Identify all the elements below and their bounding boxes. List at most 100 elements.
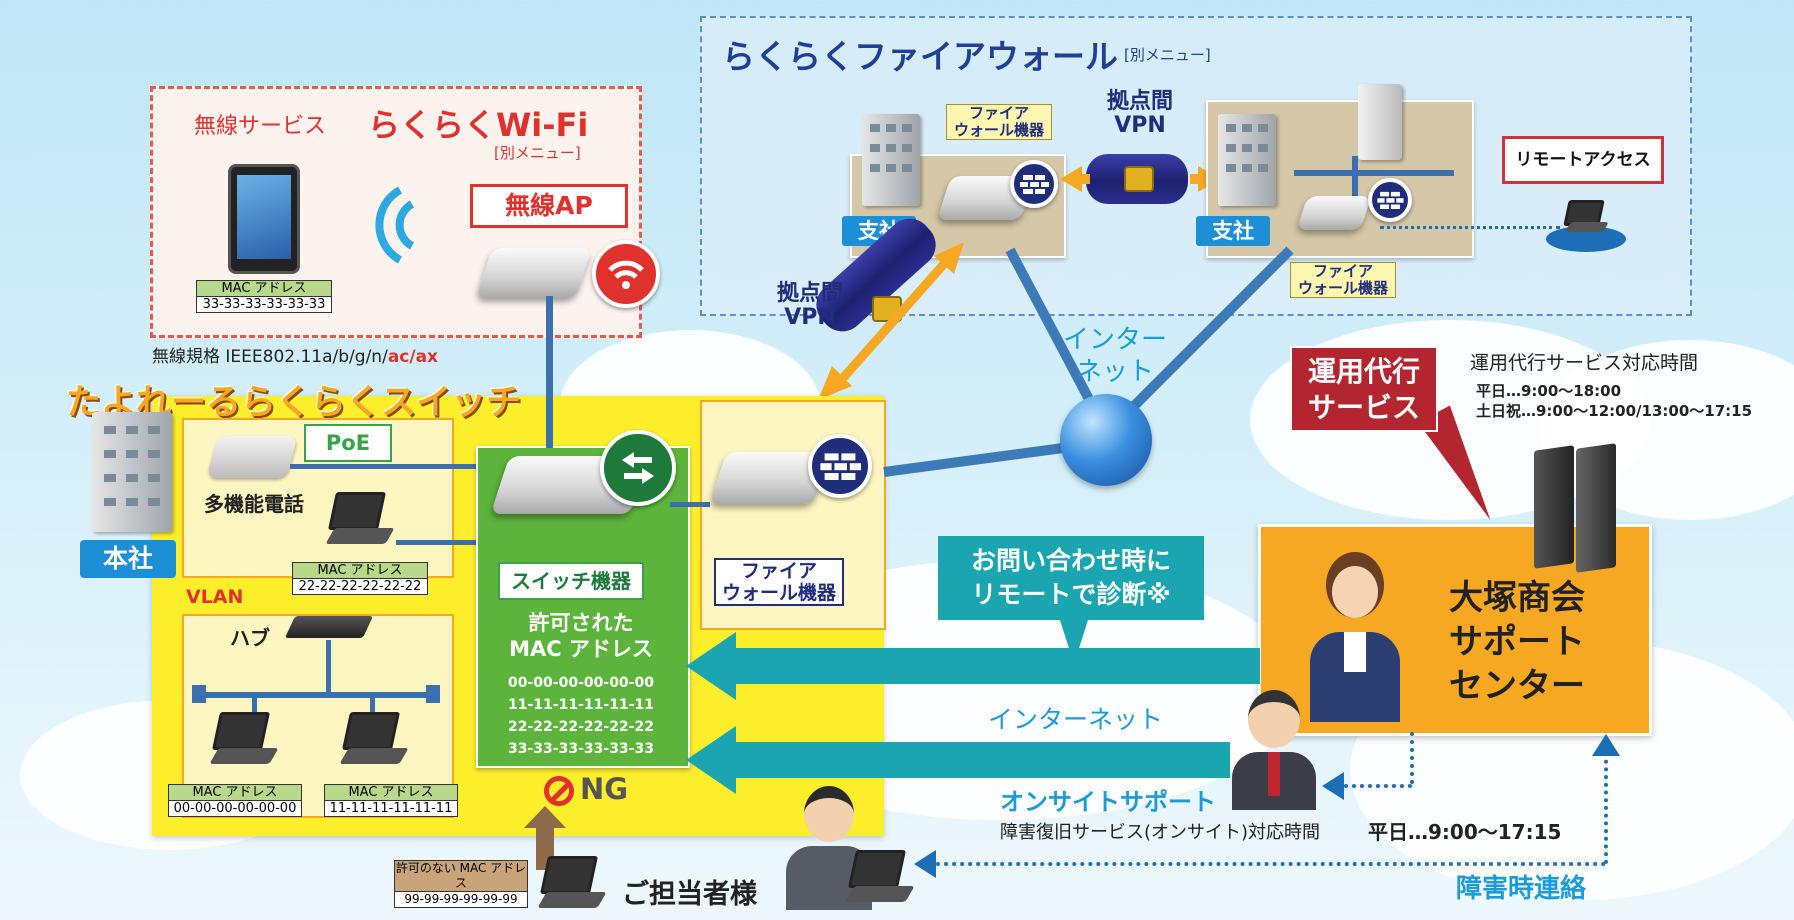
firewall-icon [1368,178,1412,222]
failure-contact-label: 障害時連絡 [1456,874,1587,904]
tablet-mac-box: MAC アドレス 33-33-33-33-33-33 [196,280,332,313]
wifi-section-title: らくらくWi-Fi [368,106,589,144]
allowed-mac-item: 00-00-00-00-00-00 [508,675,654,691]
allowed-mac-title: 許可された MAC アドレス [509,611,653,661]
internet-arrow-head [686,632,736,700]
contact-arrow-head [1592,734,1620,756]
branch-label-2: 支社 [1196,216,1270,246]
lan-line [546,296,553,448]
ng-laptop-icon [528,856,618,916]
laptop-icon [330,712,420,772]
tablet-icon [228,164,300,274]
branch-building-icon [862,114,920,206]
customer-label: ご担当者様 [622,879,757,910]
mac-value: 00-00-00-00-00-00 [173,801,297,816]
phone-label: 多機能電話 [204,492,304,516]
wifi-standard-suffix: ac/ax [387,347,439,367]
dispatch-line [1410,732,1414,784]
wifi-icon [592,240,660,308]
server-icon [1358,84,1402,160]
allowed-mac-list: 00-00-00-00-00-00 11-11-11-11-11-11 22-2… [486,672,676,760]
hub-label: ハブ [230,626,270,650]
laptop-mac-box: MAC アドレス 22-22-22-22-22-22 [292,562,428,595]
mac-header: MAC アドレス [197,281,331,297]
wireless-ap-device [475,248,593,298]
wifi-standard-prefix: 無線規格 IEEE802.11a/b/g/n/ [152,347,388,367]
remote-laptop-icon [1556,200,1616,240]
allowed-mac-item: 22-22-22-22-22-22 [508,719,654,735]
lan-line [1352,156,1358,208]
internet-label: インター ネット [1062,325,1167,387]
globe-icon [1060,394,1152,486]
wifi-signal-icon [375,186,415,264]
internet-arrow [730,648,1260,684]
vpn-double-arrow [1060,166,1220,192]
support-center-label: 大塚商会 サポート センター [1449,578,1585,706]
contact-line [1604,752,1608,864]
hq-label: 本社 [80,540,176,578]
allowed-mac-item: 11-11-11-11-11-11 [508,697,654,713]
switch-device-label: スイッチ機器 [498,562,644,600]
up-arrow [524,806,566,870]
wifi-section-prefix: 無線サービス [194,114,327,139]
internet-arrow-label: インターネット [988,705,1164,734]
lan-line [326,640,331,694]
customer-laptop-icon [836,850,926,910]
server-rack-icon [1534,445,1574,569]
onsite-arrow [730,742,1230,778]
vpn-label-left: 拠点間 VPN [776,281,843,330]
mac-value: 11-11-11-11-11-11 [329,801,453,816]
hq-building-icon [92,412,172,532]
firewall-icon [1010,160,1058,208]
vlan-label: VLAN [186,586,244,608]
lan-line [670,502,710,507]
mac-header: MAC アドレス [325,785,457,801]
firewall-section-title: らくらくファイアウォール [722,37,1118,76]
phone-icon [206,436,298,478]
onsite-hours: 平日…9:00〜17:15 [1368,820,1562,844]
branch-fw-label-bottom: ファイア ウォール機器 [1290,262,1396,298]
mac-value: 22-22-22-22-22-22 [298,579,422,594]
ng-label: NG [580,772,629,806]
remote-callout: お問い合わせ時に リモートで診断※ [938,536,1204,620]
remote-line [1380,226,1560,229]
hub-laptop1-mac-box: MAC アドレス 00-00-00-00-00-00 [168,784,302,817]
ops-hours-weekend: 土日祝…9:00〜12:00/13:00〜17:15 [1476,402,1753,420]
allowed-mac-item: 33-33-33-33-33-33 [508,741,654,757]
lan-line [290,464,480,469]
ops-hours-weekday: 平日…9:00〜18:00 [1476,382,1622,400]
ng-icon [544,776,574,806]
onsite-arrow-head [686,726,736,794]
engineer-avatar [1228,690,1318,810]
lock-icon [1124,166,1154,192]
hub-laptop2-mac-box: MAC アドレス 11-11-11-11-11-11 [324,784,458,817]
vpn-double-arrow [818,242,964,400]
lan-line [396,540,480,545]
hub-device-icon [284,616,374,638]
firewall-menu-note: [別メニュー] [1124,46,1211,64]
wifi-standard-text: 無線規格 IEEE802.11a/b/g/n/ac/ax [152,342,438,367]
vpn-label-top: 拠点間 VPN [1106,89,1173,138]
laptop-icon [200,712,290,772]
dispatch-line [1344,784,1412,788]
mac-value: 99-99-99-99-99-99 [404,892,518,906]
hub-bus-end [426,685,440,703]
hub-bus-line [196,692,432,698]
mac-header: 許可のない MAC アドレス [395,861,527,892]
operator-avatar [1306,552,1402,722]
lan-line [1294,170,1454,176]
ng-mac-box: 許可のない MAC アドレス 99-99-99-99-99-99 [394,860,528,908]
ops-hours-title: 運用代行サービス対応時間 [1470,352,1699,374]
branch-fw-label-top: ファイア ウォール機器 [946,104,1052,140]
server-rack-icon [1576,443,1616,573]
onsite-hours-label: 障害復旧サービス(オンサイト)対応時間 [1000,822,1321,843]
remote-access-label: リモートアクセス [1502,136,1664,184]
firewall-icon [808,434,872,498]
mac-header: MAC アドレス [169,785,301,801]
switch-arrows-icon [600,430,676,506]
mac-value: 33-33-33-33-33-33 [202,297,326,312]
onsite-label: オンサイトサポート [1000,788,1216,816]
contact-line [936,862,1606,866]
wifi-menu-note: [別メニュー] [494,144,581,162]
hq-firewall-label: ファイア ウォール機器 [714,558,844,606]
